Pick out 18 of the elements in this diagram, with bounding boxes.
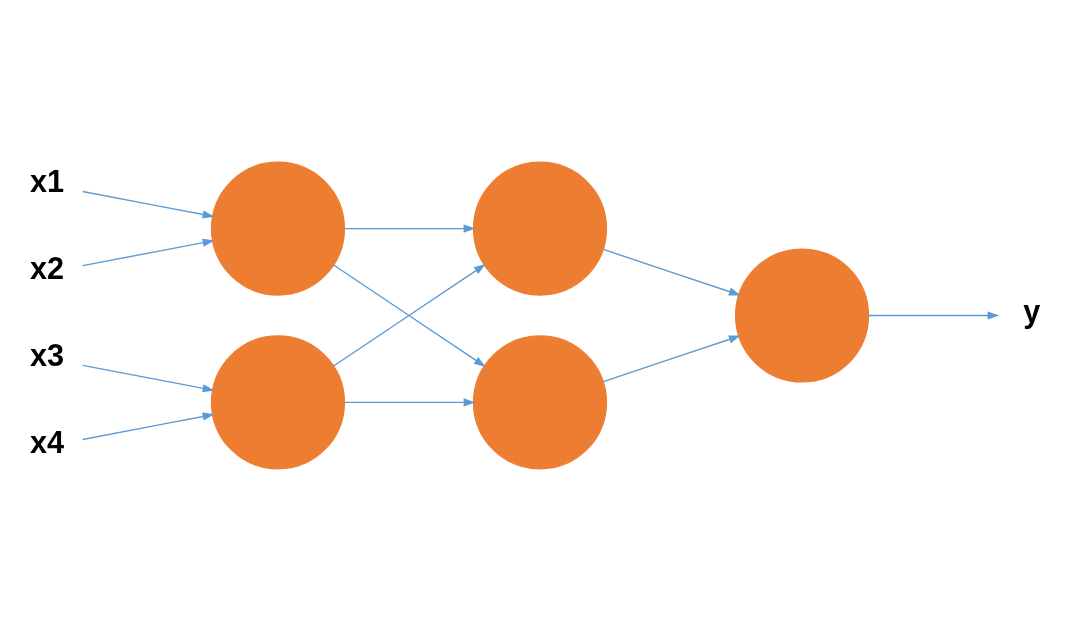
node-text: x1	[29, 163, 65, 198]
node-text: x4	[29, 424, 65, 459]
arrow	[602, 248, 741, 296]
arrow	[344, 398, 476, 407]
arrow	[867, 311, 1000, 320]
node-circle	[734, 248, 870, 383]
node-text: x2	[29, 250, 65, 285]
node-circle	[210, 161, 346, 296]
node-circle	[210, 335, 346, 470]
arrow	[82, 364, 215, 393]
arrow	[332, 264, 486, 367]
arrow	[344, 224, 476, 233]
arrow	[82, 238, 215, 267]
arrow	[82, 412, 215, 441]
arrow	[82, 190, 215, 219]
arrow	[602, 335, 741, 383]
node-text: x3	[29, 337, 65, 372]
node-text: y	[1023, 294, 1041, 329]
